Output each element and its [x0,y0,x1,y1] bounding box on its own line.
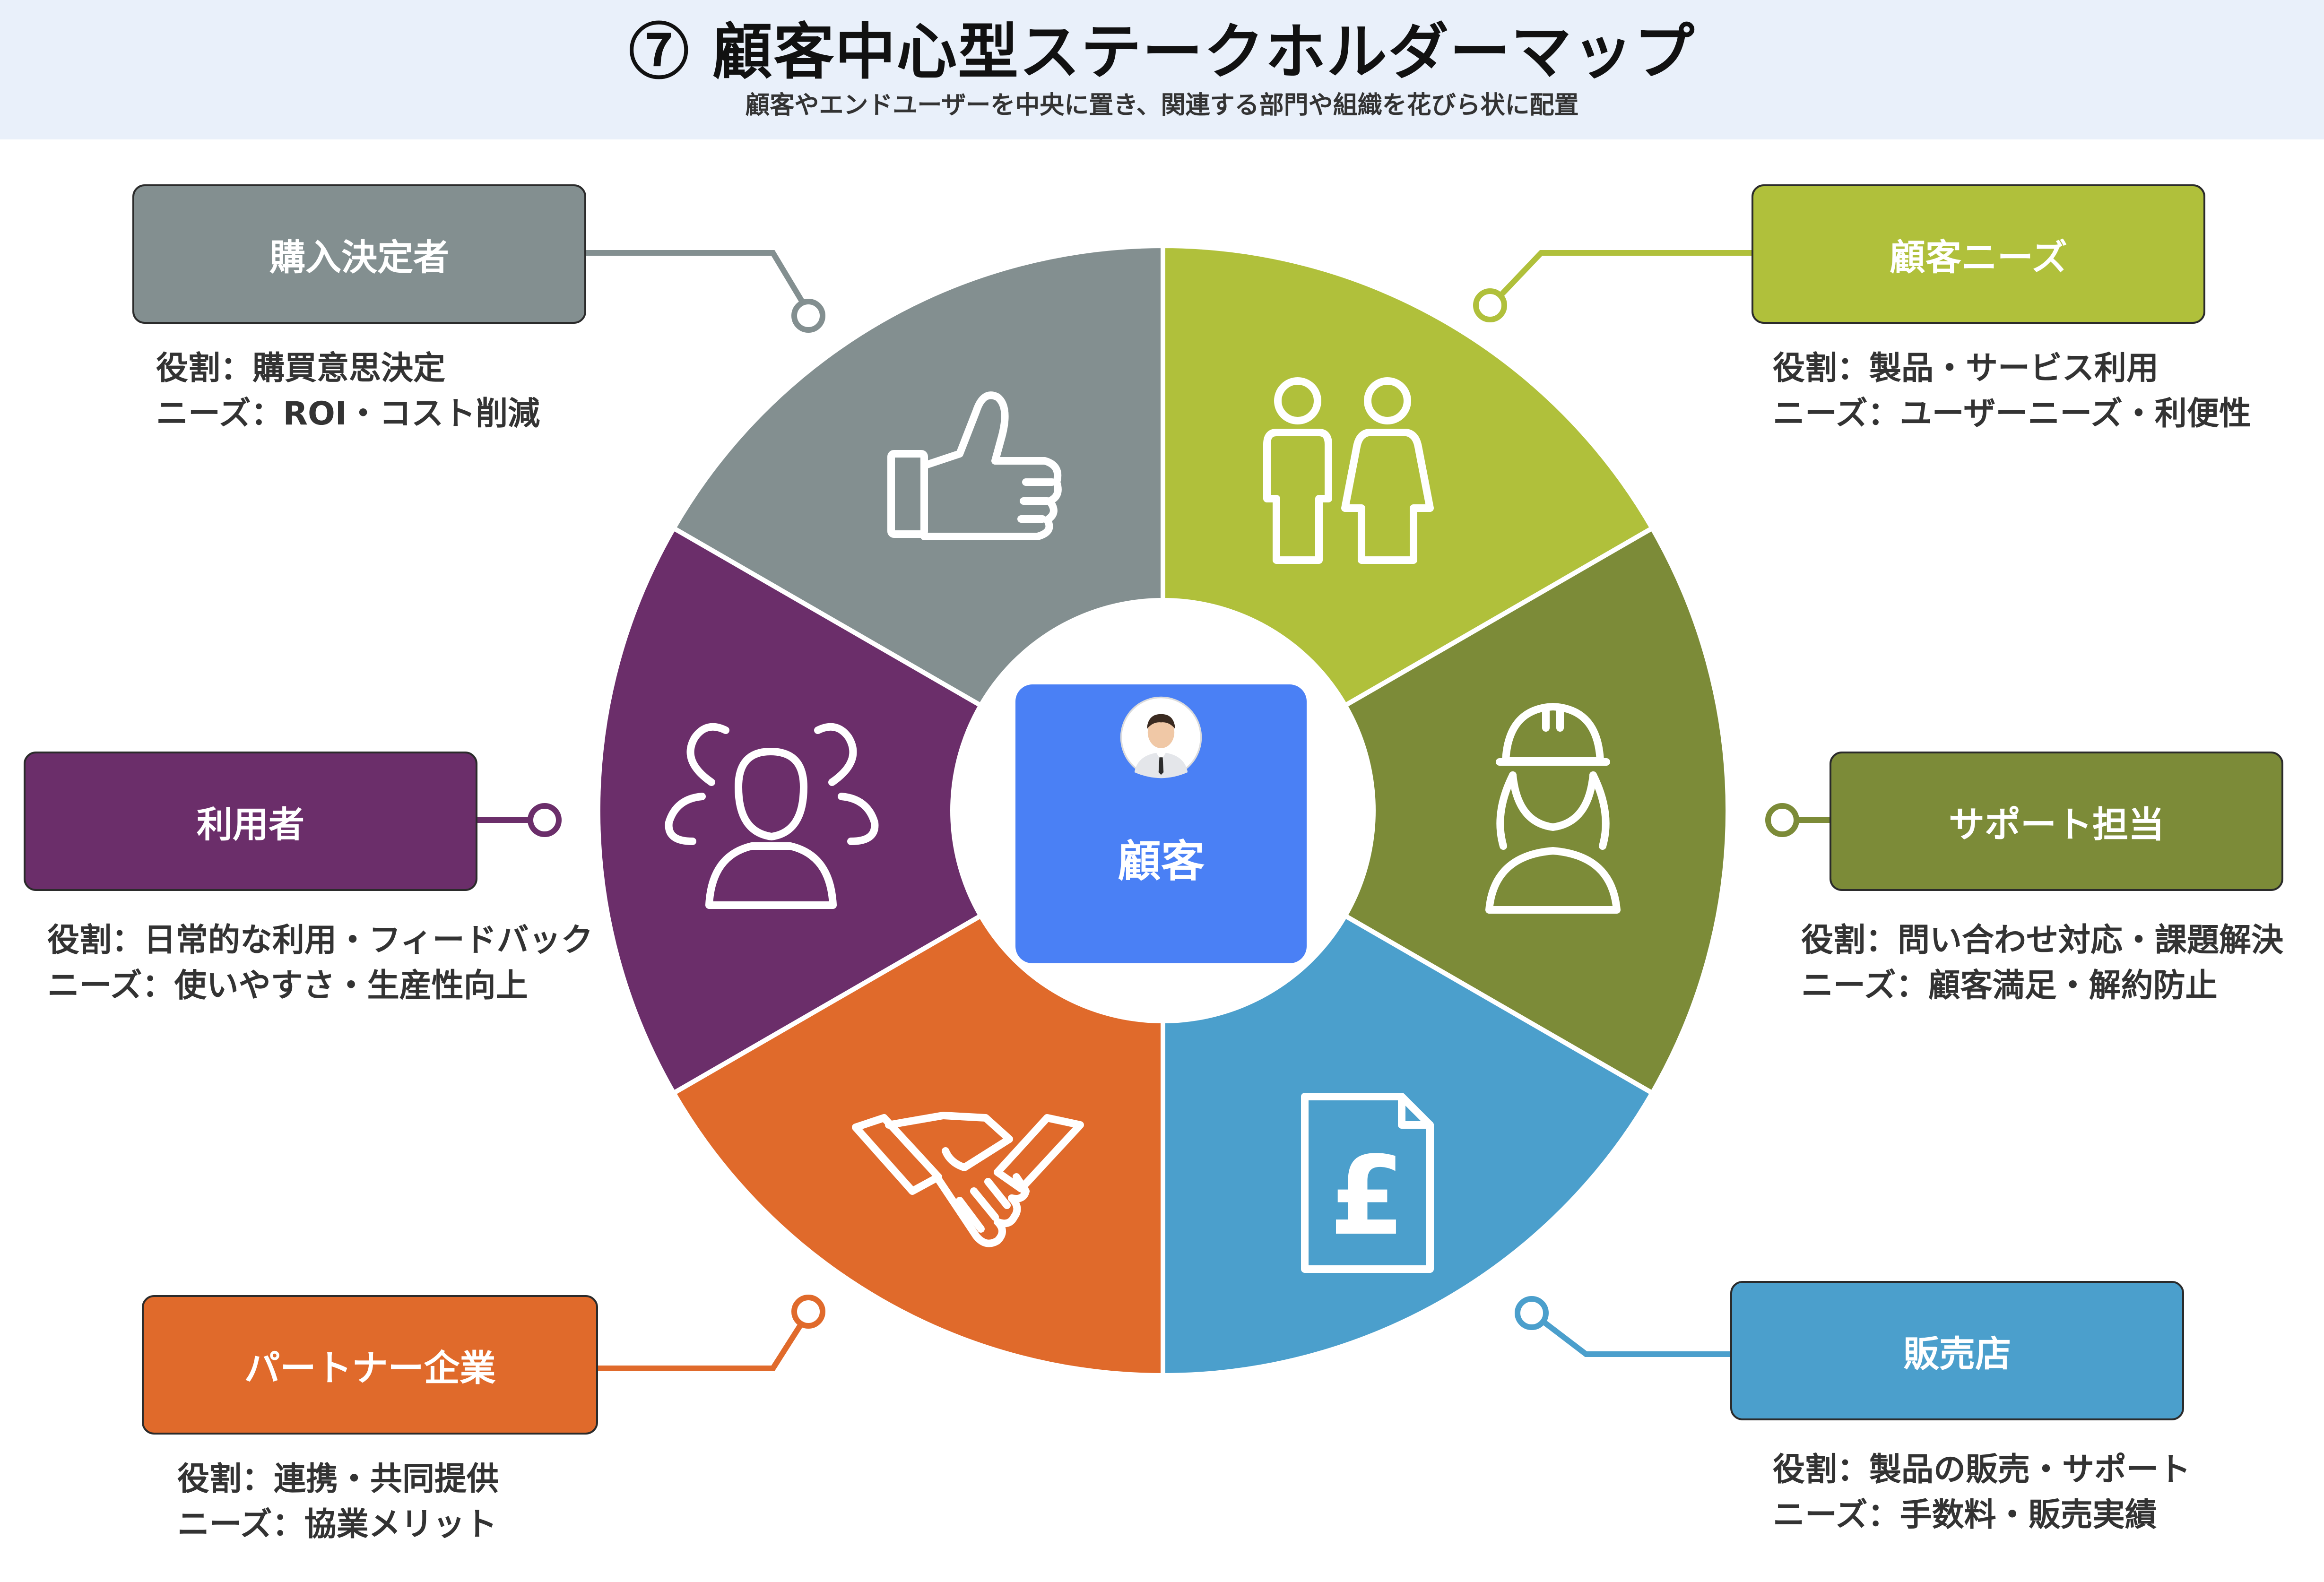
needs-buyer: ニーズ：ROI・コスト削減 [156,395,540,432]
person-avatar-icon [1120,696,1202,778]
handshake-icon [852,1112,1084,1247]
support-worker-icon [1485,703,1621,914]
people-icon [1263,377,1434,564]
connector-partner [598,1314,809,1371]
center-label: 顧客 [1117,836,1205,887]
label-user[interactable]: 利用者 [24,752,477,891]
thumbs-up-icon [887,391,1062,540]
desc-retailer: 役割：製品の販売・サポート ニーズ：手数料・販売実績 [1773,1447,2191,1538]
connector-dot-partner [791,1295,825,1329]
role-partner: 役割：連携・共同提供 [177,1461,499,1498]
connector-dot-user [528,803,562,837]
needs-partner: ニーズ：協業メリット [177,1506,497,1543]
needs-retailer: ニーズ：手数料・販売実績 [1773,1496,2157,1534]
label-retailer-text: 販売店 [1903,1332,2011,1375]
desc-user: 役割：日常的な利用・フィードバック ニーズ：使いやすさ・生産性向上 [47,918,593,1009]
label-support[interactable]: サポート担当 [1830,752,2283,891]
role-buyer: 役割：購買意思決定 [156,350,446,387]
user-group-icon [665,723,879,909]
label-support-text: サポート担当 [1949,803,2164,846]
segment-support[interactable] [1158,525,1731,1097]
connector-retailer [1535,1314,1730,1357]
role-support: 役割：問い合わせ対応・課題解決 [1801,922,2284,959]
label-partner-text: パートナー企業 [244,1347,496,1389]
pound-symbol: £ [1329,1133,1405,1260]
center-customer-card[interactable]: 顧客 [1015,684,1307,963]
desc-support: 役割：問い合わせ対応・課題解決 ニーズ：顧客満足・解約防止 [1801,918,2283,1009]
label-buyer[interactable]: 購入決定者 [132,184,586,324]
pound-document-icon [1301,1093,1434,1273]
needs-needs: ニーズ：ユーザーニーズ・利便性 [1773,395,2251,432]
label-needs-text: 顧客ニーズ [1889,236,2068,278]
desc-partner: 役割：連携・共同提供 ニーズ：協業メリット [177,1457,499,1547]
needs-support: ニーズ：顧客満足・解約防止 [1801,967,2218,1004]
page-subtitle: 顧客やエンドユーザーを中央に置き、関連する部門や組織を花びら状に配置 [745,91,1579,120]
label-user-text: 利用者 [197,803,304,846]
connector-needs [1492,250,1752,305]
label-retailer[interactable]: 販売店 [1730,1281,2184,1420]
desc-buyer: 役割：購買意思決定 ニーズ：ROI・コスト削減 [156,346,540,437]
segment-user[interactable] [595,525,1168,1097]
connector-dot-buyer [791,299,825,333]
header-band [0,0,2324,139]
role-retailer: 役割：製品の販売・サポート [1773,1451,2191,1488]
connector-dot-retailer [1515,1296,1549,1330]
connector-dot-needs [1473,288,1507,322]
connector-dot-support [1765,803,1799,837]
label-partner[interactable]: パートナー企業 [142,1295,598,1435]
label-needs[interactable]: 顧客ニーズ [1752,184,2205,324]
role-needs: 役割：製品・サービス利用 [1773,350,2159,387]
label-buyer-text: 購入決定者 [269,236,449,278]
role-user: 役割：日常的な利用・フィードバック [47,922,593,959]
needs-user: ニーズ：使いやすさ・生産性向上 [47,967,528,1004]
desc-needs: 役割：製品・サービス利用 ニーズ：ユーザーニーズ・利便性 [1773,346,2251,437]
page-title: ⑦ 顧客中心型ステークホルダーマップ [628,17,1696,87]
connector-buyer [586,250,811,314]
